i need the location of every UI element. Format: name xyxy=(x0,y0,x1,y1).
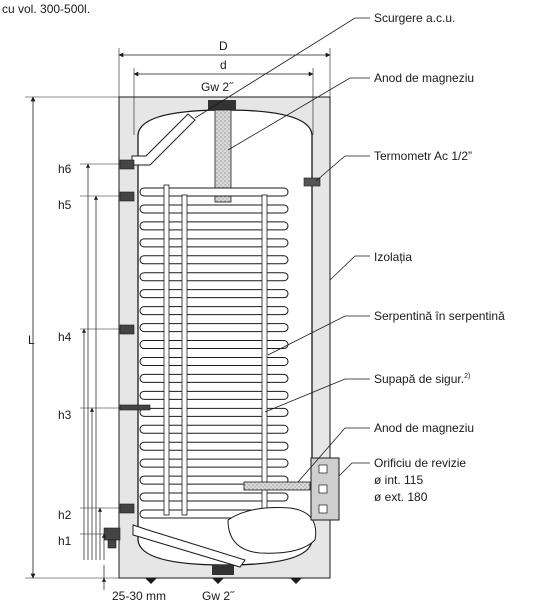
foot-center xyxy=(212,578,224,584)
label-anod-bottom: Anod de magneziu xyxy=(374,421,474,435)
thermometer-fitting xyxy=(303,177,321,187)
dim-h5: h5 xyxy=(58,198,72,212)
coil-turn xyxy=(139,424,289,434)
dim-gw-bottom: Gw 2˝ xyxy=(202,589,235,603)
coil-turn xyxy=(139,204,289,214)
label-izolatia: Izolația xyxy=(374,250,412,264)
foot-right xyxy=(290,578,302,584)
coil-turn xyxy=(139,356,289,366)
foot-left xyxy=(145,578,157,584)
label-serpentina: Serpentină în serpentină xyxy=(374,309,505,323)
outlet-pipe xyxy=(131,113,196,166)
label-anod-top: Anod de magneziu xyxy=(374,71,474,85)
label-orificiu: Orificiu de revizie xyxy=(374,456,466,470)
top-anode xyxy=(214,109,232,203)
coil-turn xyxy=(139,238,289,248)
label-orificiu-int: ø int. 115 xyxy=(374,473,423,487)
coil-turn xyxy=(139,255,289,265)
coil-turn xyxy=(139,407,289,417)
coil-turn xyxy=(139,492,289,502)
label-supapa: Supapă de sigur.2) xyxy=(374,372,470,386)
inspection-bolt-1 xyxy=(318,464,328,474)
coil-turn xyxy=(139,187,289,197)
coil-turn xyxy=(139,390,289,400)
coil-turn xyxy=(139,289,289,299)
coil-turn xyxy=(139,458,289,468)
bottom-anode xyxy=(243,481,311,491)
dim-h6: h6 xyxy=(58,162,72,176)
dim-h1: h1 xyxy=(58,534,72,548)
dim-feet: 25-30 mm xyxy=(112,589,166,603)
coil-riser-right xyxy=(261,194,268,516)
dim-h3: h3 xyxy=(58,408,72,422)
coil-turn xyxy=(139,306,289,316)
coil-riser-mid xyxy=(181,194,188,516)
coil-turn xyxy=(139,373,289,383)
dim-h4: h4 xyxy=(58,330,72,344)
bottom-connection xyxy=(212,565,234,575)
label-scurgere: Scurgere a.c.u. xyxy=(374,11,455,25)
label-termometr: Termometr Ac 1/2” xyxy=(374,149,472,163)
inspection-bolt-3 xyxy=(318,504,328,514)
dim-D: D xyxy=(219,39,228,53)
coil-turn xyxy=(139,272,289,282)
dim-h2: h2 xyxy=(58,508,72,522)
coil-turn xyxy=(139,221,289,231)
dim-L: L xyxy=(28,333,35,347)
label-supapa-sup: 2) xyxy=(464,373,470,380)
top-connection xyxy=(208,100,236,110)
inspection-cover xyxy=(227,507,317,554)
coil-turn xyxy=(139,441,289,451)
side-connections xyxy=(103,159,151,549)
label-orificiu-ext: ø ext. 180 xyxy=(374,490,428,504)
coil-group xyxy=(139,187,289,519)
caption-text: cu vol. 300-500l. xyxy=(2,2,90,16)
dim-gw-top: Gw 2˝ xyxy=(201,80,234,94)
coil-riser-left xyxy=(163,184,170,516)
label-supapa-text: Supapă de sigur. xyxy=(374,372,464,386)
bottom-inlet-pipe xyxy=(132,524,246,568)
inspection-bolt-2 xyxy=(318,484,328,494)
coil-turn xyxy=(139,323,289,333)
dim-d: d xyxy=(220,58,227,72)
